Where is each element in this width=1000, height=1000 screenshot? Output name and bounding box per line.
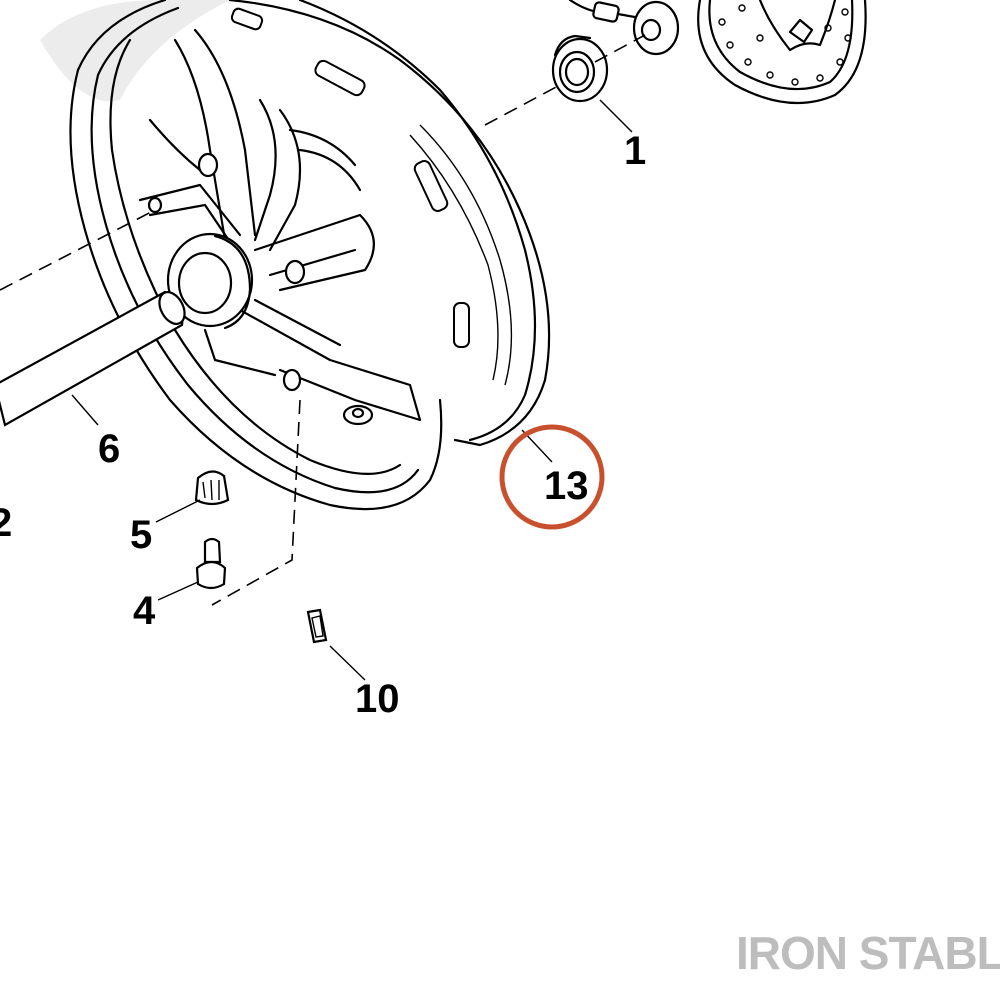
- axle: [0, 290, 186, 427]
- brake-disc: [697, 0, 867, 105]
- leader-lines: [71, 99, 633, 681]
- wheel-bearing: [551, 34, 609, 103]
- callout-6: 6: [98, 427, 120, 471]
- callout-13: 13: [544, 464, 589, 508]
- callout-5: 5: [130, 513, 152, 557]
- wheel-spokes-hub: [138, 28, 422, 426]
- brand-watermark: IRON STABLE: [736, 927, 1000, 979]
- callout-4: 4: [133, 589, 156, 633]
- background-watermark: [40, 0, 230, 102]
- highlight-circle: [499, 424, 605, 530]
- balance-weight: [306, 608, 328, 644]
- wheel-rim: [69, 0, 551, 511]
- valve-dashed-path: [211, 399, 301, 606]
- callout-1: 1: [624, 129, 646, 173]
- valve-stem: [195, 537, 227, 590]
- valve-cap: [194, 470, 230, 506]
- callout-2: 2: [0, 501, 12, 545]
- sensor-cable: [568, 0, 680, 56]
- callout-10: 10: [355, 677, 400, 721]
